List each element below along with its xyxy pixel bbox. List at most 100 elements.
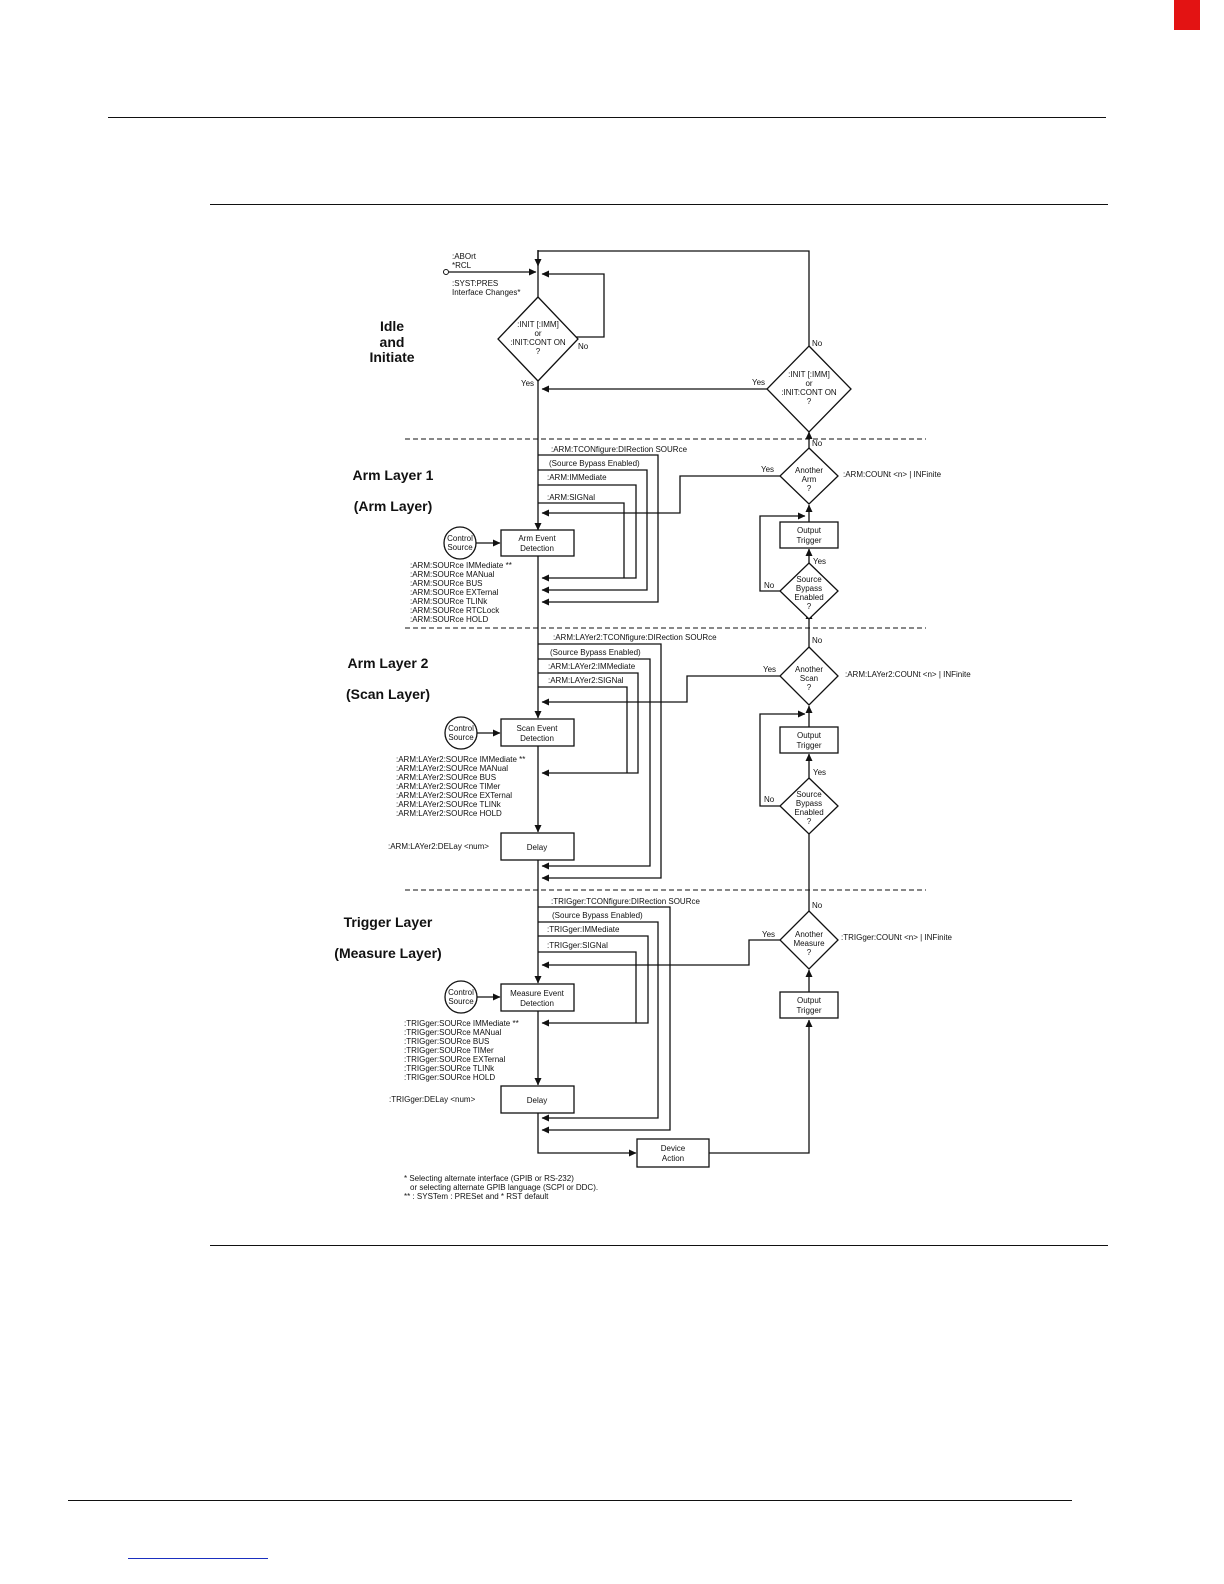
init-right-no-path (534, 250, 810, 346)
another-scan-yes: Yes (763, 665, 776, 674)
arm1-count-label: :ARM:COUNt <n> | INFinite (843, 470, 942, 479)
footnote-3: ** : SYSTem : PRESet and * RST default (404, 1192, 549, 1201)
init-right-no: No (812, 339, 823, 348)
another-scan-line2: Scan (800, 674, 818, 683)
layer-title-initiate: Initiate (369, 349, 414, 365)
layer-subtitle-arm2: (Scan Layer) (346, 686, 430, 702)
trigger-source-item: :TRIGger:SOURce HOLD (404, 1073, 495, 1082)
trigger-source-item: :TRIGger:SOURce MANual (404, 1028, 502, 1037)
arm-output-line1: Output (797, 526, 822, 535)
device-action-line1: Device (661, 1144, 686, 1153)
idle-no-loop (541, 270, 605, 338)
another-arm-line3: ? (807, 484, 812, 493)
arm1-bypass-label: (Source Bypass Enabled) (549, 459, 640, 468)
entry-rcl: *RCL (452, 261, 472, 270)
another-measure-yes: Yes (762, 930, 775, 939)
trigger-control-source-line2: Source (448, 997, 474, 1006)
scan-bypass-line3: Enabled (794, 808, 823, 817)
arm2-source-item: :ARM:LAYer2:SOURce BUS (396, 773, 496, 782)
trigger-delay-box (500, 1085, 575, 1114)
another-scan-no: No (812, 636, 823, 645)
arm2-source-item: :ARM:LAYer2:SOURce TIMer (396, 782, 501, 791)
arm1-source-item: :ARM:SOURce IMMediate ** (410, 561, 512, 570)
another-arm-no: No (812, 439, 823, 448)
another-arm-line1: Another (795, 466, 823, 475)
arm-event-line2: Detection (520, 544, 554, 553)
trigger-count-label: :TRIGger:COUNt <n> | INFinite (841, 933, 953, 942)
layer-title-trigger: Trigger Layer (344, 914, 433, 930)
init-left-no: No (578, 342, 589, 351)
layer-title-and: and (380, 334, 405, 350)
another-arm-yes-path (541, 475, 780, 517)
header-rule-top (108, 117, 1106, 118)
scan-bypass-yes: Yes (813, 768, 826, 777)
init-left-line2: or (534, 329, 541, 338)
another-scan-line3: ? (807, 683, 812, 692)
init-left-line4: ? (536, 347, 541, 356)
measure-event-line2: Detection (520, 999, 554, 1008)
arm2-signal-path (538, 686, 628, 773)
device-action-line2: Action (662, 1154, 684, 1163)
layer-subtitle-arm1: (Arm Layer) (354, 498, 433, 514)
another-measure-decision (779, 910, 839, 970)
arm2-count-label: :ARM:LAYer2:COUNt <n> | INFinite (845, 670, 971, 679)
arm-bypass-line2: Bypass (796, 584, 822, 593)
trigger-delay-text: Delay (527, 1096, 547, 1105)
scan-bypass-no-path (759, 710, 806, 807)
entry-syst-pres: :SYST:PRES (452, 279, 498, 288)
another-measure-line1: Another (795, 930, 823, 939)
arm1-source-list: :ARM:SOURce IMMediate ** :ARM:SOURce MAN… (410, 561, 512, 624)
another-scan-decision (779, 646, 839, 706)
trigger-source-item: :TRIGger:SOURce EXTernal (404, 1055, 506, 1064)
layer-title-idle: Idle (380, 318, 404, 334)
arm1-source-item: :ARM:SOURce MANual (410, 570, 495, 579)
arm1-immediate-label: :ARM:IMMediate (547, 473, 607, 482)
arm-output-line2: Trigger (796, 536, 821, 545)
arm1-tcon-label: :ARM:TCONfigure:DIRection SOURce (551, 445, 688, 454)
trigger-source-list: :TRIGger:SOURce IMMediate ** :TRIGger:SO… (404, 1019, 519, 1082)
trigger-source-item: :TRIGger:SOURce BUS (404, 1037, 489, 1046)
corner-tab (1174, 0, 1200, 30)
trigger-output-line2: Trigger (796, 1006, 821, 1015)
arm2-immediate-path (538, 672, 639, 777)
arm-bypass-yes: Yes (813, 557, 826, 566)
footer-rule (68, 1500, 1072, 1501)
arm1-immediate-path (538, 484, 637, 582)
footer-link[interactable] (128, 1558, 268, 1559)
another-arm-line2: Arm (802, 475, 817, 484)
arm1-source-item: :ARM:SOURce TLINk (410, 597, 488, 606)
figure-rule-top (210, 204, 1108, 205)
another-scan-yes-path (541, 675, 780, 706)
arm1-source-item: :ARM:SOURce BUS (410, 579, 482, 588)
arm1-source-item: :ARM:SOURce EXTernal (410, 588, 499, 597)
arm1-source-item: :ARM:SOURce RTCLock (410, 606, 500, 615)
trigger-delay-label: :TRIGger:DELay <num> (389, 1095, 476, 1104)
trigger-bypass-path (538, 921, 659, 1122)
scan-event-detection-box (500, 718, 575, 747)
scan-output-line1: Output (797, 731, 822, 740)
arm2-tcon-label: :ARM:LAYer2:TCONfigure:DIRection SOURce (553, 633, 717, 642)
arm2-source-item: :ARM:LAYer2:SOURce MANual (396, 764, 508, 773)
arm-bypass-no-path (759, 512, 806, 592)
arm2-source-item: :ARM:LAYer2:SOURce HOLD (396, 809, 502, 818)
trigger-signal-label: :TRIGger:SIGNal (547, 941, 608, 950)
init-decision-right (766, 345, 852, 433)
measure-event-line1: Measure Event (510, 989, 565, 998)
measure-event-detection-box (500, 983, 575, 1012)
arm1-signal-path (538, 502, 625, 578)
trigger-tcon-path (538, 906, 671, 1134)
init-right-line1: :INIT [:IMM] (788, 370, 830, 379)
layer-title-arm2: Arm Layer 2 (348, 655, 429, 671)
init-left-line3: :INIT:CONT ON (510, 338, 566, 347)
scan-delay-box (500, 832, 575, 861)
scan-output-line2: Trigger (796, 741, 821, 750)
arm-bypass-no: No (764, 581, 775, 590)
another-measure-yes-path (541, 939, 780, 969)
arm-bypass-line4: ? (807, 602, 812, 611)
scan-bypass-decision (779, 777, 839, 835)
init-right-line4: ? (807, 397, 812, 406)
scan-output-trigger-box (779, 726, 839, 754)
footnote-2: or selecting alternate GPIB language (SC… (410, 1183, 598, 1192)
entry-abort: :ABOrt (452, 252, 477, 261)
